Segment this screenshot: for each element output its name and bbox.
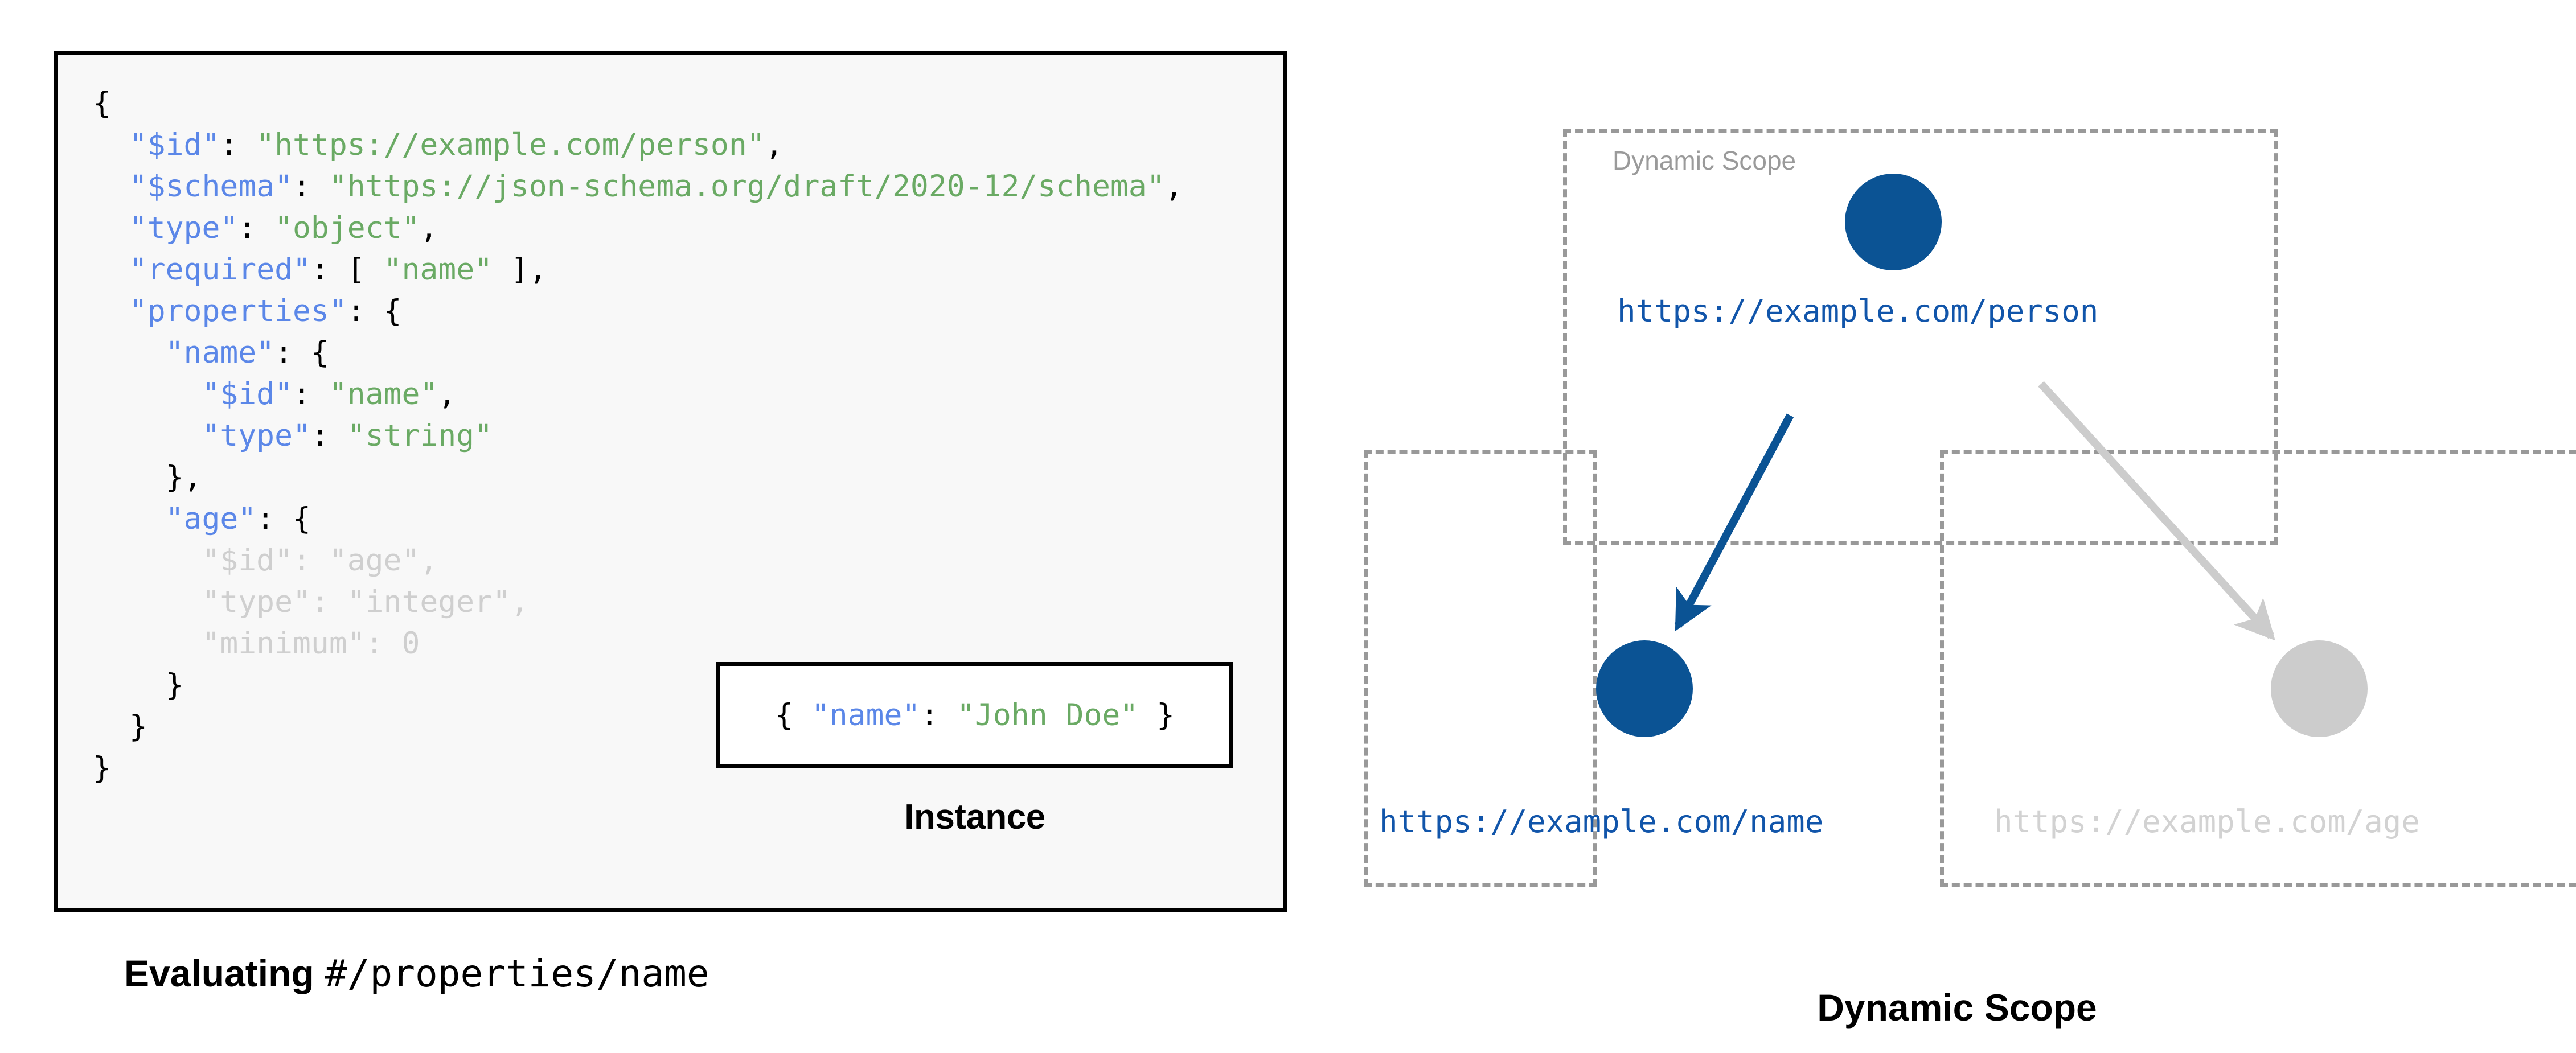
code-token-punct bbox=[93, 543, 202, 578]
code-token-key: "minimum" bbox=[202, 626, 366, 661]
code-token-key: "required" bbox=[129, 252, 311, 287]
code-token-punct bbox=[93, 501, 166, 536]
node-circle-person bbox=[1845, 174, 1942, 270]
code-token-punct bbox=[93, 626, 202, 661]
code-token-punct bbox=[93, 294, 129, 328]
code-token-punct: : bbox=[365, 626, 402, 661]
code-token-str: "age" bbox=[329, 543, 420, 578]
evaluating-caption-bold: Evaluating bbox=[124, 952, 325, 994]
dynamic-scope-diagram: Dynamic Scope https://example.com/person… bbox=[1338, 34, 2576, 1053]
code-token-punct: } bbox=[93, 709, 147, 744]
code-line: "$schema": "https://json-schema.org/draf… bbox=[93, 166, 1183, 207]
code-line: "type": "string" bbox=[93, 415, 1183, 456]
code-line: } bbox=[93, 664, 1183, 706]
code-line: "name": { bbox=[93, 332, 1183, 373]
code-token-punct: { bbox=[93, 86, 111, 121]
code-token-punct: } bbox=[93, 751, 111, 785]
code-token-key: "type" bbox=[129, 211, 239, 245]
code-token-key: "properties" bbox=[129, 294, 347, 328]
code-token-punct bbox=[93, 252, 129, 287]
code-line: "$id": "age", bbox=[93, 540, 1183, 581]
scope-box-name bbox=[1364, 450, 1597, 887]
code-line: }, bbox=[93, 456, 1183, 498]
code-token-punct: ], bbox=[493, 252, 547, 287]
code-line: } bbox=[93, 706, 1183, 747]
code-line: "properties": { bbox=[93, 290, 1183, 332]
instance-code-text: { "name": "John Doe" } bbox=[775, 698, 1175, 733]
code-token-punct: : bbox=[293, 543, 329, 578]
code-token-str: "https://example.com/person" bbox=[256, 127, 765, 162]
code-token-str: "object" bbox=[274, 211, 420, 245]
code-token-punct bbox=[93, 377, 202, 412]
code-token-str: "integer" bbox=[347, 585, 511, 619]
code-token-punct bbox=[93, 211, 129, 245]
code-line: "$id": "name", bbox=[93, 373, 1183, 415]
code-token-str: "name" bbox=[383, 252, 493, 287]
code-line: "type": "integer", bbox=[93, 581, 1183, 623]
code-token-punct bbox=[93, 335, 166, 370]
code-token-punct: : bbox=[310, 418, 347, 453]
code-token-key: "$id" bbox=[129, 127, 220, 162]
code-token-punct: } bbox=[93, 668, 184, 702]
code-token-punct: : bbox=[293, 169, 329, 204]
code-line: "minimum": 0 bbox=[93, 623, 1183, 664]
code-token-punct: : bbox=[238, 211, 275, 245]
code-token-key: "$id" bbox=[202, 543, 293, 578]
code-token-punct bbox=[93, 418, 202, 453]
code-token-punct: : { bbox=[274, 335, 329, 370]
code-token-punct: , bbox=[510, 585, 529, 619]
code-token-str: "John Doe" bbox=[957, 697, 1139, 733]
code-token-punct bbox=[93, 127, 129, 162]
node-label-person: https://example.com/person bbox=[1617, 293, 2099, 329]
code-token-str: "name" bbox=[329, 377, 438, 412]
instance-box: { "name": "John Doe" } bbox=[716, 662, 1233, 768]
code-token-key: "type" bbox=[202, 418, 311, 453]
code-token-punct: } bbox=[1138, 697, 1175, 733]
node-circle-age bbox=[2271, 640, 2368, 737]
code-token-num: 0 bbox=[401, 626, 420, 661]
code-token-punct: : bbox=[920, 697, 957, 733]
code-token-key: "age" bbox=[165, 501, 257, 536]
code-token-punct: : bbox=[310, 585, 347, 619]
code-token-punct: : { bbox=[256, 501, 311, 536]
code-line: "type": "object", bbox=[93, 207, 1183, 249]
code-token-punct bbox=[93, 169, 129, 204]
code-line: "$id": "https://example.com/person", bbox=[93, 124, 1183, 166]
code-token-punct: { bbox=[774, 697, 811, 733]
code-token-str: "https://json-schema.org/draft/2020-12/s… bbox=[329, 169, 1165, 204]
node-label-name: https://example.com/name bbox=[1379, 804, 1824, 840]
code-token-punct: , bbox=[765, 127, 784, 162]
code-line: "age": { bbox=[93, 498, 1183, 540]
scope-box-label: Dynamic Scope bbox=[1613, 146, 1796, 175]
instance-caption: Instance bbox=[904, 797, 1045, 837]
code-token-punct: , bbox=[420, 543, 438, 578]
code-line: } bbox=[93, 747, 1183, 789]
code-token-punct: , bbox=[1164, 169, 1183, 204]
node-label-age: https://example.com/age bbox=[1994, 804, 2420, 840]
schema-code-listing: { "$id": "https://example.com/person", "… bbox=[93, 83, 1183, 789]
scope-box-person bbox=[1563, 129, 2278, 545]
code-token-str: "string" bbox=[347, 418, 493, 453]
code-line: { bbox=[93, 83, 1183, 124]
code-token-key: "type" bbox=[202, 585, 311, 619]
code-line: "required": [ "name" ], bbox=[93, 249, 1183, 290]
code-token-key: "$id" bbox=[202, 377, 293, 412]
code-token-key: "name" bbox=[811, 697, 921, 733]
code-token-key: "$schema" bbox=[129, 169, 293, 204]
diagram-caption: Dynamic Scope bbox=[1817, 986, 2097, 1029]
code-token-punct: : { bbox=[347, 294, 402, 328]
code-token-punct: , bbox=[420, 211, 438, 245]
code-token-punct: : [ bbox=[310, 252, 384, 287]
evaluating-caption-pointer: #/properties/name bbox=[325, 952, 709, 996]
code-token-punct: : bbox=[293, 377, 329, 412]
code-token-punct bbox=[93, 585, 202, 619]
code-token-punct: }, bbox=[93, 460, 202, 495]
code-token-key: "name" bbox=[165, 335, 275, 370]
schema-code-panel: { "$id": "https://example.com/person", "… bbox=[54, 51, 1287, 912]
node-circle-name bbox=[1596, 640, 1693, 737]
evaluating-caption: Evaluating #/properties/name bbox=[124, 952, 709, 996]
code-token-punct: , bbox=[438, 377, 457, 412]
code-token-punct: : bbox=[220, 127, 257, 162]
